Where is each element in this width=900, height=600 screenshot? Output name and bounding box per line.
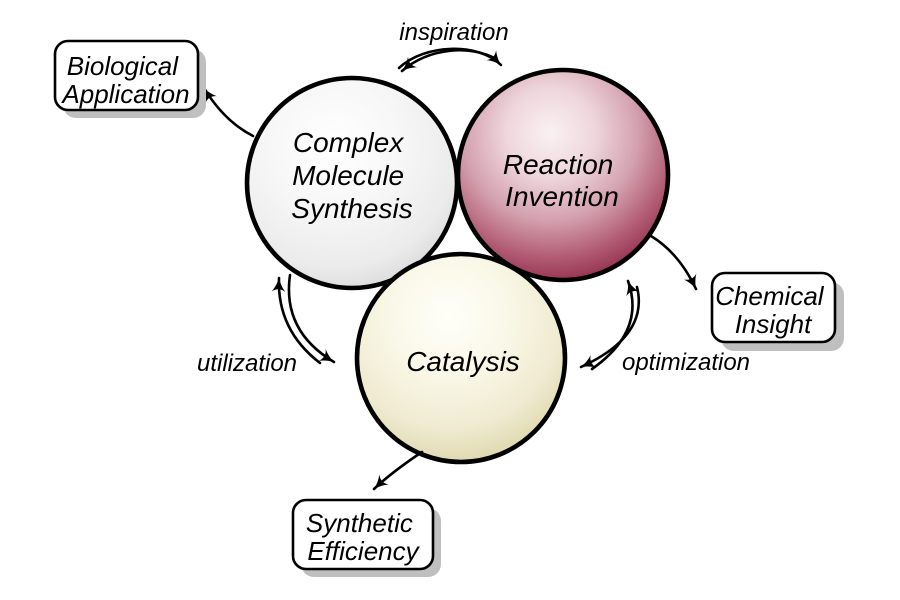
catalysis-line1: Catalysis xyxy=(406,346,520,377)
synthetic-efficiency-arrow xyxy=(372,450,424,491)
chemical-insight-box-label: Chemical Insight xyxy=(715,281,831,339)
synthetic-efficiency-box-bg xyxy=(291,498,435,571)
invention-line1: Reaction xyxy=(503,149,614,180)
chemical-insight-box: Chemical Insight xyxy=(710,271,844,351)
chemical-insight-arrow xyxy=(649,234,698,291)
synthetic-efficiency-box-label: Synthetic Efficiency xyxy=(306,508,421,566)
optimization-label: optimization xyxy=(622,349,750,376)
synthetic-line1: Synthetic xyxy=(306,508,413,538)
synthetic-efficiency-box: Synthetic Efficiency xyxy=(291,498,441,577)
utilization-label: utilization xyxy=(197,350,297,377)
utilization-arrow-up xyxy=(271,276,322,365)
catalysis-circle xyxy=(354,251,568,465)
chemical-insight-box-bg xyxy=(710,271,837,344)
invention-circle xyxy=(455,67,671,283)
biological-application-arrow xyxy=(202,86,255,138)
synthesis-circle-label: Complex Molecule Synthesis xyxy=(291,127,412,224)
biological-application-box: Biological Application xyxy=(53,39,206,118)
synthesis-line1: Complex xyxy=(293,127,404,158)
catalysis-circle-label: Catalysis xyxy=(406,346,520,377)
optimization-arrow-up xyxy=(590,279,640,371)
invention-line2: Invention xyxy=(505,181,619,212)
synthesis-line3: Synthesis xyxy=(291,193,412,224)
biological-line2: Application xyxy=(60,79,189,109)
optimization-arrow-down xyxy=(579,285,641,369)
synthesis-line2: Molecule xyxy=(292,160,404,191)
utilization-arrow-down xyxy=(287,273,336,364)
invention-circle-label: Reaction Invention xyxy=(503,149,621,212)
biological-application-box-bg xyxy=(53,39,200,112)
inspiration-arrow-back xyxy=(400,49,498,73)
synthetic-line2: Efficiency xyxy=(307,536,420,566)
chemical-line1: Chemical xyxy=(715,281,825,311)
biological-application-box-label: Biological Application xyxy=(60,51,189,109)
inspiration-label: inspiration xyxy=(399,19,508,46)
chemical-line2: Insight xyxy=(735,309,813,339)
biological-line1: Biological xyxy=(67,51,180,81)
